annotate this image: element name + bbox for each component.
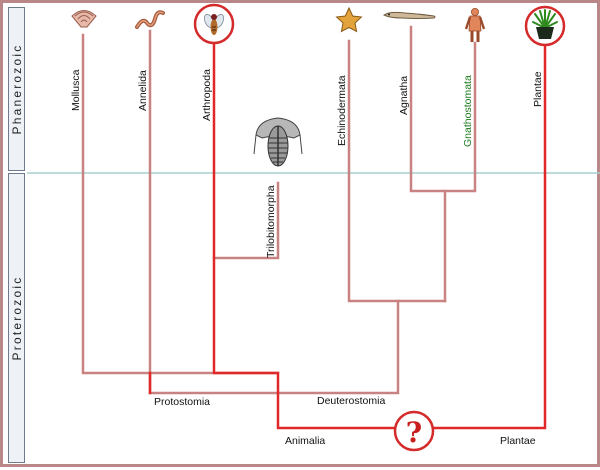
branch-agnatha-gnathostomata (409, 25, 477, 193)
taxon-label-gnathostomata: Gnathostomata (462, 75, 474, 147)
question-mark-icon: ? (406, 416, 422, 449)
taxon-label-plantae: Plantae (532, 71, 544, 107)
worm-icon (135, 10, 165, 29)
node-label-animalia: Animalia (285, 435, 325, 447)
highlighted-lineage (148, 43, 547, 430)
shell-icon (71, 10, 97, 28)
taxon-label-trilobitomorpha: Trilobitomorpha (265, 185, 277, 258)
eel-icon (383, 11, 436, 19)
human-icon (464, 7, 486, 42)
taxon-label-agnatha: Agnatha (398, 76, 410, 115)
era-bar-proterozoic: Proterozoic (8, 173, 25, 463)
unknown-ancestor-node: ? (393, 410, 435, 452)
node-label-deuterostomia: Deuterostomia (317, 395, 385, 407)
highlight-circle-arthropoda (193, 3, 235, 45)
branch-arthropoda-to-plantae (212, 43, 547, 430)
node-labels: Protostomia Deuterostomia Animalia Plant… (154, 395, 536, 447)
era-bar-phanerozoic: Phanerozoic (8, 7, 25, 171)
taxon-labels: Mollusca Annelida Arthropoda Trilobitomo… (70, 69, 544, 258)
node-label-plantae: Plantae (500, 435, 536, 447)
starfish-icon (335, 6, 363, 33)
branch-trilobitomorpha (212, 181, 280, 260)
branch-mollusca (81, 33, 280, 375)
plant-icon (532, 9, 558, 39)
highlight-circle-plantae (524, 5, 566, 47)
trilobite-icon (253, 117, 303, 167)
branch-deuterostomia (276, 299, 400, 395)
taxon-label-arthropoda: Arthropoda (201, 69, 213, 121)
taxon-label-echinodermata: Echinodermata (336, 75, 348, 146)
phylogenetic-tree: Mollusca Annelida Arthropoda Trilobitomo… (27, 3, 600, 452)
taxon-label-annelida: Annelida (137, 70, 149, 111)
node-label-protostomia: Protostomia (154, 396, 210, 408)
fly-icon (203, 14, 225, 35)
taxon-label-mollusca: Mollusca (70, 69, 82, 111)
branch-echinodermata (347, 39, 447, 303)
unknown-ancestor-circle (393, 410, 435, 452)
